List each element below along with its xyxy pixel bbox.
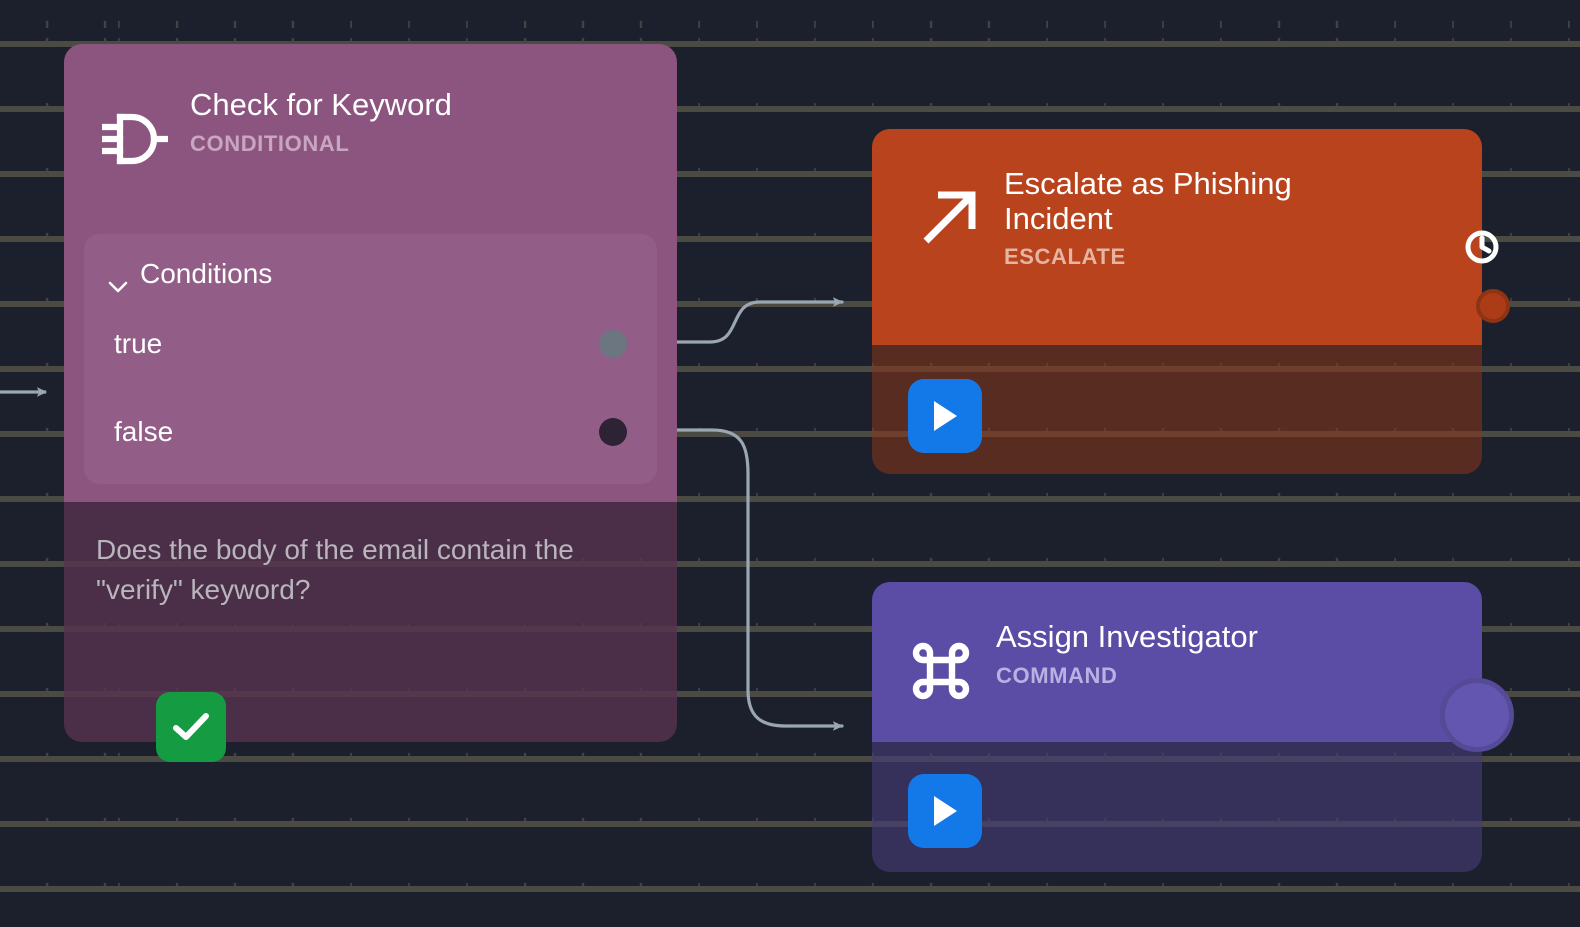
condition-row-false[interactable]: false	[114, 416, 627, 448]
command-icon	[902, 632, 980, 710]
conditions-header[interactable]: Conditions	[108, 258, 273, 293]
command-title-row: Assign Investigator COMMAND	[872, 582, 1258, 710]
command-header	[872, 582, 1482, 742]
success-badge	[156, 692, 226, 762]
conditional-titles: Check for Keyword CONDITIONAL	[190, 87, 452, 157]
output-port-true[interactable]	[599, 330, 627, 358]
output-port-command[interactable]	[1440, 678, 1514, 752]
play-icon	[934, 401, 957, 431]
conditional-header	[64, 44, 677, 502]
play-icon	[934, 796, 957, 826]
conditions-label: Conditions	[140, 258, 273, 289]
node-assign-investigator[interactable]: Assign Investigator COMMAND	[872, 582, 1514, 872]
command-titles: Assign Investigator COMMAND	[996, 619, 1258, 689]
node-description: Does the body of the email contain the "…	[96, 534, 574, 605]
escalate-title-row: Escalate as Phishing Incident ESCALATE	[872, 129, 1384, 270]
conditions-panel[interactable]: Conditions true false	[84, 234, 657, 484]
condition-row-true[interactable]: true	[114, 328, 627, 360]
conditional-title-row: Check for Keyword CONDITIONAL	[64, 44, 452, 178]
node-title: Assign Investigator	[996, 619, 1258, 654]
run-button[interactable]	[908, 774, 982, 848]
node-kind-label: ESCALATE	[1004, 244, 1126, 270]
node-check-for-keyword[interactable]: Check for Keyword CONDITIONAL Conditions…	[64, 44, 677, 762]
condition-label-false: false	[114, 416, 174, 447]
logic-gate-icon	[96, 100, 174, 178]
clock-icon[interactable]	[1464, 229, 1500, 265]
arrow-up-right-icon	[910, 179, 988, 257]
escalate-header	[872, 129, 1482, 345]
node-kind-label: COMMAND	[996, 662, 1118, 688]
node-kind-label: CONDITIONAL	[190, 130, 350, 156]
escalate-titles: Escalate as Phishing Incident ESCALATE	[1004, 166, 1384, 270]
condition-label-true: true	[114, 328, 163, 359]
output-port-escalate[interactable]	[1476, 289, 1510, 323]
node-title: Escalate as Phishing Incident	[1004, 166, 1292, 236]
node-title: Check for Keyword	[190, 87, 452, 122]
check-icon	[173, 713, 209, 740]
run-button[interactable]	[908, 379, 982, 453]
chevron-down-icon[interactable]	[108, 268, 128, 293]
node-escalate-as-phishing-incident[interactable]: Escalate as Phishing Incident ESCALATE	[872, 129, 1510, 474]
output-port-false[interactable]	[599, 418, 627, 446]
